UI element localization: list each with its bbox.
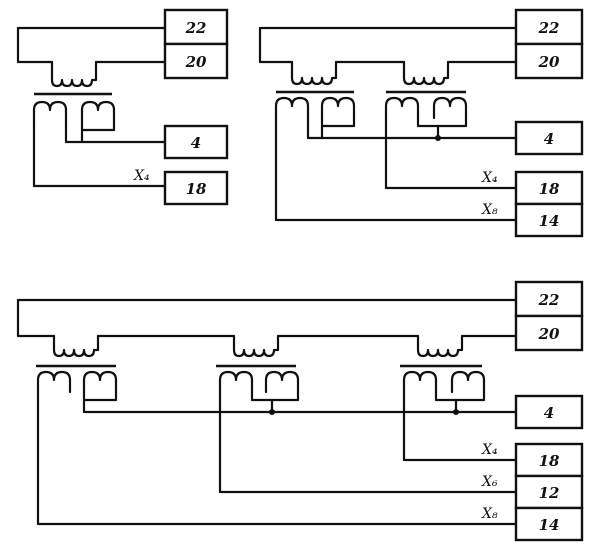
- diagram-c-tap-x8: X₈: [481, 506, 498, 522]
- diagram-c-tap-x6: X₆: [481, 474, 498, 490]
- diagram-c-label-20: 20: [538, 325, 560, 343]
- diagram-b-label-18: 18: [539, 180, 560, 198]
- diagram-a-label-20: 20: [185, 53, 207, 71]
- diagram-a-block-4: [163, 124, 229, 160]
- diagram-c-primary-winding-2: [232, 334, 280, 358]
- diagram-c-block-4: [514, 394, 584, 430]
- diagram-a-label-22: 22: [185, 19, 207, 37]
- diagram-b-primary-loop: [258, 26, 518, 64]
- diagram-b-wire-14: [274, 116, 518, 222]
- diagram-c-block-18: [514, 442, 584, 478]
- diagram-c-primary-winding-1: [52, 334, 100, 358]
- diagram-c-label-12: 12: [539, 484, 560, 502]
- diagram-a-label-4: 4: [191, 134, 201, 152]
- diagram-a-primary-loop: [16, 26, 167, 64]
- diagram-b-tap-x8: X₈: [481, 202, 498, 218]
- diagram-b-primary-winding-2: [402, 60, 450, 86]
- diagram-a-secondary-winding: [32, 100, 116, 124]
- diagram-b-secondary-winding-2: [384, 96, 468, 120]
- diagram-b: 22 20 4 18 14 X₄ X₈: [258, 8, 584, 238]
- diagram-a-block-20: [163, 42, 229, 80]
- diagram-c-wire-14: [36, 390, 518, 526]
- diagram-a-label-18: 18: [186, 180, 207, 198]
- diagram-c-block-14: [514, 506, 584, 542]
- diagram-c: 22 20 4 18 12 14 X₄ X₆ X₈: [16, 280, 584, 542]
- diagram-b-label-20: 20: [538, 53, 560, 71]
- diagram-c-label-18: 18: [539, 452, 560, 470]
- diagram-a-tap-x4: X₄: [133, 168, 150, 184]
- diagram-a-wire-mid: [80, 120, 116, 144]
- diagram-b-block-18: [514, 170, 584, 206]
- diagram-c-tap-x4: X₄: [481, 442, 498, 458]
- diagram-c-block-20: [514, 314, 584, 352]
- diagram-a-wire-4: [64, 120, 167, 144]
- diagram-c-label-4: 4: [544, 404, 554, 422]
- diagram-c-wire-4: [82, 390, 518, 414]
- diagram-b-junction: [435, 135, 441, 141]
- diagram-c-secondary-winding-1: [36, 370, 118, 394]
- diagram-b-secondary-winding-1: [274, 96, 356, 120]
- diagram-b-block-20: [514, 42, 584, 80]
- diagram-c-primary-loop: [16, 298, 518, 338]
- diagram-c-wire-18: [402, 390, 518, 462]
- diagram-b-wire-4: [306, 116, 518, 140]
- diagram-c-label-22: 22: [538, 291, 560, 309]
- diagram-a: 22 20 4 18 X₄: [16, 8, 229, 206]
- diagram-a-block-18: [163, 170, 229, 206]
- diagram-b-label-4: 4: [544, 130, 554, 148]
- diagram-b-block-22: [514, 8, 584, 46]
- diagram-c-junction-2: [453, 409, 459, 415]
- diagram-b-label-22: 22: [538, 19, 560, 37]
- diagram-c-junction-1: [269, 409, 275, 415]
- diagram-b-block-4: [514, 120, 584, 156]
- diagram-a-block-22: [163, 8, 229, 46]
- diagram-c-secondary-winding-2: [218, 370, 300, 394]
- diagram-b-wire-18: [384, 116, 518, 190]
- diagram-b-block-14: [514, 202, 584, 238]
- diagram-b-primary-winding-1: [290, 60, 338, 86]
- diagram-b-tap-x4: X₄: [481, 170, 498, 186]
- diagram-a-primary-winding: [50, 60, 98, 88]
- diagram-c-primary-winding-3: [416, 334, 464, 358]
- diagram-c-block-12: [514, 474, 584, 510]
- diagram-c-secondary-winding-3: [402, 370, 486, 394]
- diagram-c-label-14: 14: [539, 516, 560, 534]
- diagram-b-label-14: 14: [539, 212, 560, 230]
- diagram-a-wire-18: [32, 120, 167, 188]
- diagram-c-wire-12: [218, 390, 518, 494]
